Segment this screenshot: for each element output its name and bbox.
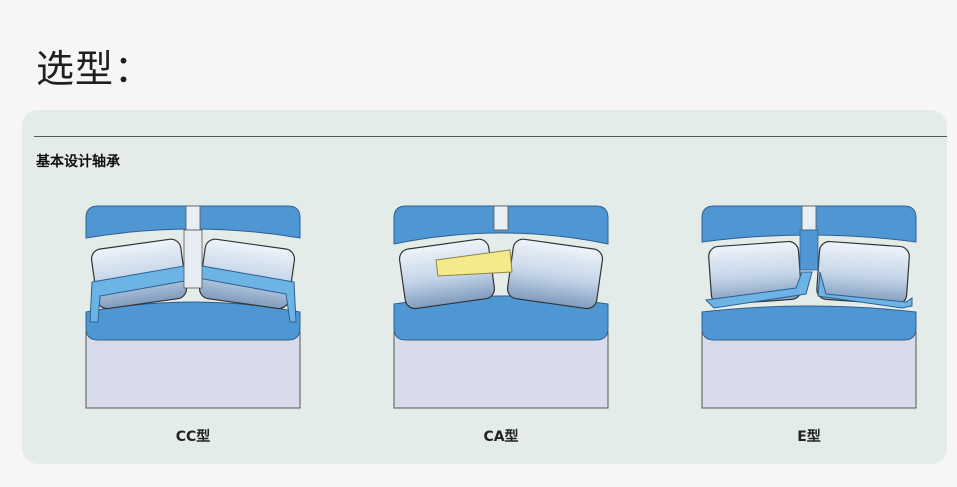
cage-e-right bbox=[817, 271, 913, 309]
shaft-bore bbox=[393, 331, 609, 409]
panel-divider bbox=[34, 136, 947, 137]
guide-ring bbox=[183, 229, 203, 289]
bearing-diagram-cc bbox=[85, 205, 301, 409]
roller-right bbox=[506, 238, 604, 310]
inner-ring bbox=[701, 305, 917, 341]
cage-e bbox=[704, 271, 813, 309]
guide-ring bbox=[799, 229, 819, 271]
lubrication-groove bbox=[493, 205, 509, 231]
bearing-diagram-e bbox=[701, 205, 917, 409]
caption-cc: CC型 bbox=[175, 429, 211, 445]
shaft-bore bbox=[85, 331, 301, 409]
caption-e: E型 bbox=[797, 429, 821, 445]
bearing-diagram-ca bbox=[393, 205, 609, 409]
bearing-figure-e bbox=[700, 204, 918, 409]
lubrication-groove bbox=[185, 205, 201, 231]
lubrication-groove bbox=[801, 205, 817, 231]
bearing-figure-cc bbox=[84, 204, 302, 409]
shaft-bore bbox=[701, 331, 917, 409]
inner-ring bbox=[85, 301, 301, 341]
design-panel: 基本设计轴承 CC型 bbox=[22, 110, 947, 464]
bearing-figure-ca bbox=[392, 204, 610, 409]
caption-ca: CA型 bbox=[483, 429, 519, 445]
cage-ca-yellow bbox=[435, 249, 513, 277]
panel-heading: 基本设计轴承 bbox=[36, 154, 120, 170]
page-title: 选型： bbox=[36, 47, 154, 91]
